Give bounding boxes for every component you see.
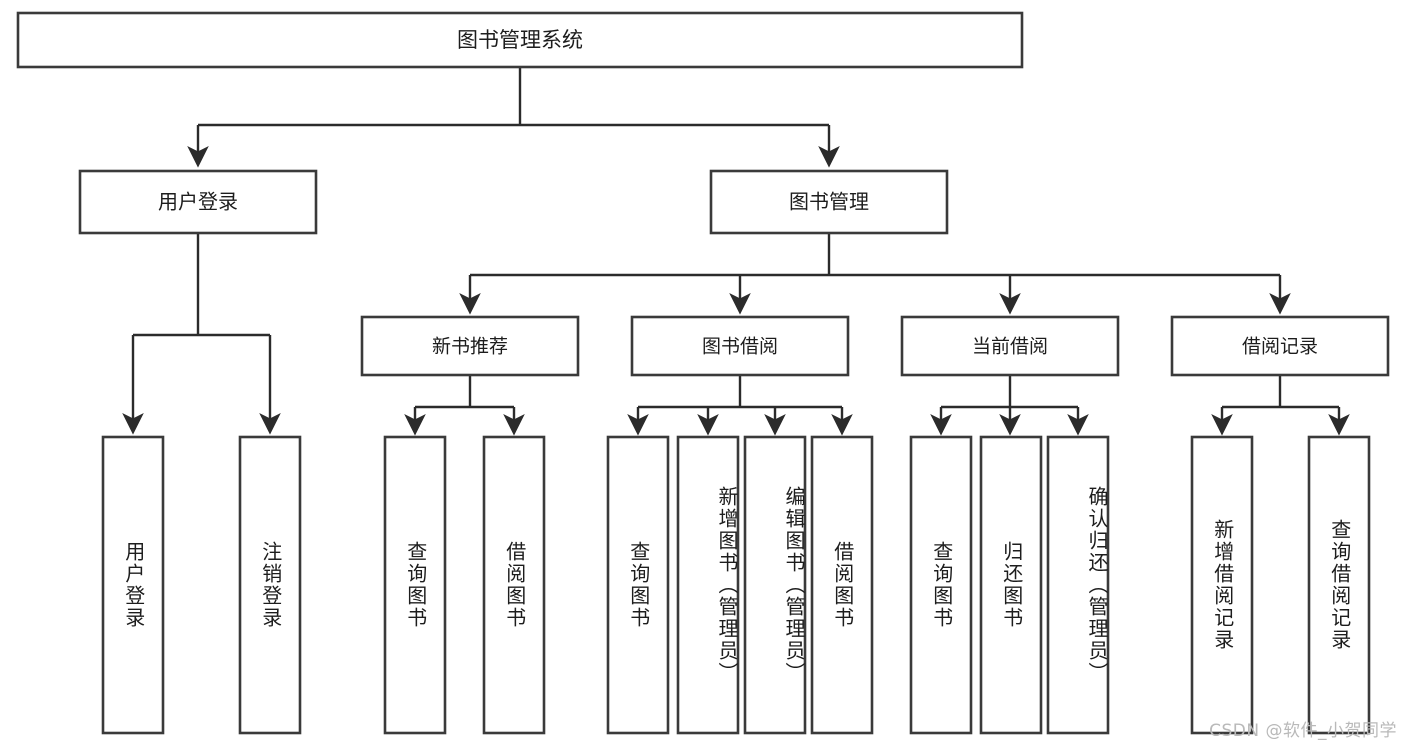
node-root-system[interactable]: 图书管理系统: [16, 11, 1024, 69]
leaf-box-borrow-record-2[interactable]: [1307, 435, 1371, 735]
node-book-manage-label: 图书管理: [789, 190, 869, 214]
leaf-box-book-borrow-4[interactable]: [810, 435, 874, 735]
leaf-box-book-borrow-2[interactable]: [676, 435, 740, 735]
node-current-borrow[interactable]: 当前借阅: [900, 315, 1120, 377]
leaf-box-book-borrow-1[interactable]: [606, 435, 670, 735]
leaf-box-current-borrow-2[interactable]: [979, 435, 1043, 735]
node-book-manage[interactable]: 图书管理: [709, 169, 949, 235]
leaf-box-current-borrow-1[interactable]: [909, 435, 973, 735]
node-borrow-record[interactable]: 借阅记录: [1170, 315, 1390, 377]
node-user-login-label: 用户登录: [158, 190, 238, 214]
node-user-login[interactable]: 用户登录: [78, 169, 318, 235]
node-book-borrow[interactable]: 图书借阅: [630, 315, 850, 377]
node-book-borrow-label: 图书借阅: [702, 336, 778, 358]
leaf-box-book-borrow-3[interactable]: [743, 435, 807, 735]
leaf-box-new-book-1[interactable]: [383, 435, 447, 735]
node-current-borrow-label: 当前借阅: [972, 336, 1048, 358]
leaf-box-user-login-2[interactable]: [238, 435, 302, 735]
node-root-system-label: 图书管理系统: [457, 28, 583, 52]
leaf-box-current-borrow-3[interactable]: [1046, 435, 1110, 735]
watermark-text: CSDN @软件_小贺同学: [1209, 721, 1397, 741]
leaf-box-user-login-1[interactable]: [101, 435, 165, 735]
node-borrow-record-label: 借阅记录: [1242, 336, 1318, 358]
node-new-book-recommend-label: 新书推荐: [432, 336, 508, 358]
node-new-book-recommend[interactable]: 新书推荐: [360, 315, 580, 377]
leaf-box-new-book-2[interactable]: [482, 435, 546, 735]
leaf-box-borrow-record-1[interactable]: [1190, 435, 1254, 735]
